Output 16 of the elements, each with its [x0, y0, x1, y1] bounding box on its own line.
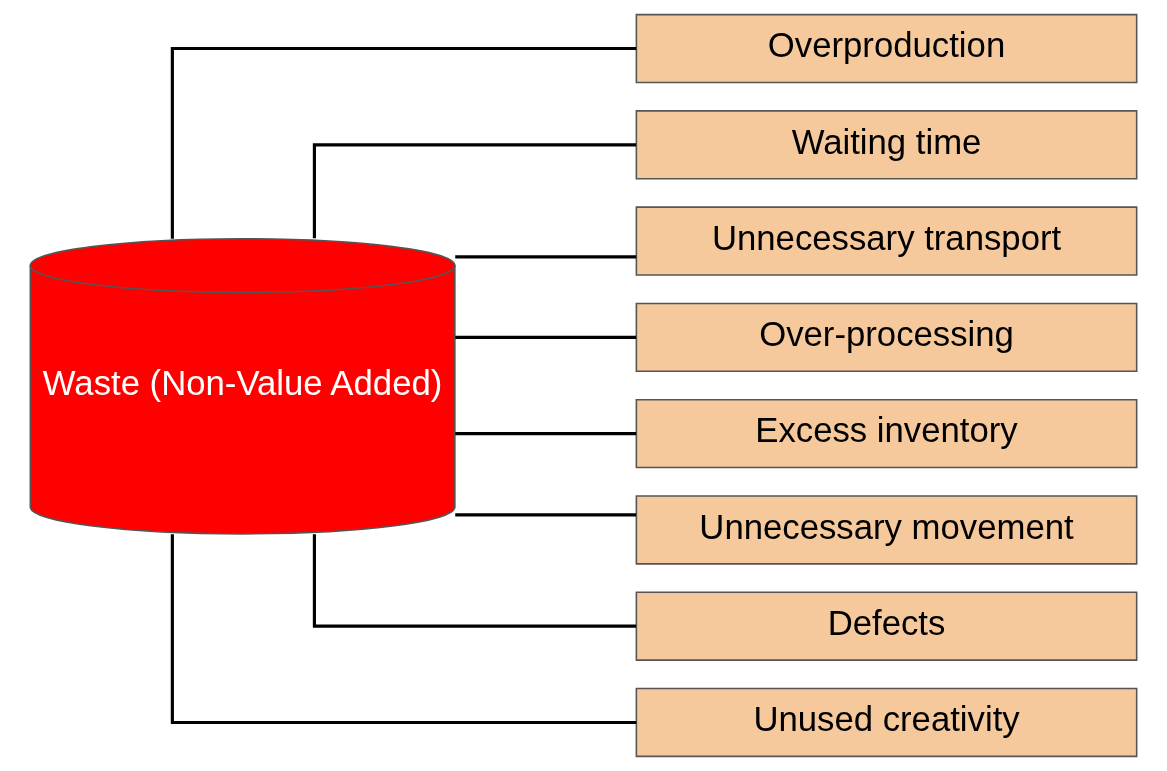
node-box: Waiting time — [635, 110, 1138, 180]
connector — [455, 335, 637, 339]
connector — [312, 143, 636, 239]
connector — [170, 534, 637, 725]
node-box: Defects — [635, 591, 1138, 661]
node-box: Unnecessary transport — [635, 206, 1138, 276]
connector — [312, 534, 636, 628]
connector — [455, 432, 637, 436]
node-box: Unused creativity — [635, 687, 1138, 758]
node-box: Over-processing — [635, 302, 1138, 373]
node-box: Excess inventory — [635, 398, 1138, 469]
node-box: Unnecessary movement — [635, 495, 1138, 565]
connector — [170, 46, 637, 239]
node-box: Overproduction — [635, 13, 1138, 84]
connector — [455, 513, 637, 517]
connector — [455, 255, 637, 259]
